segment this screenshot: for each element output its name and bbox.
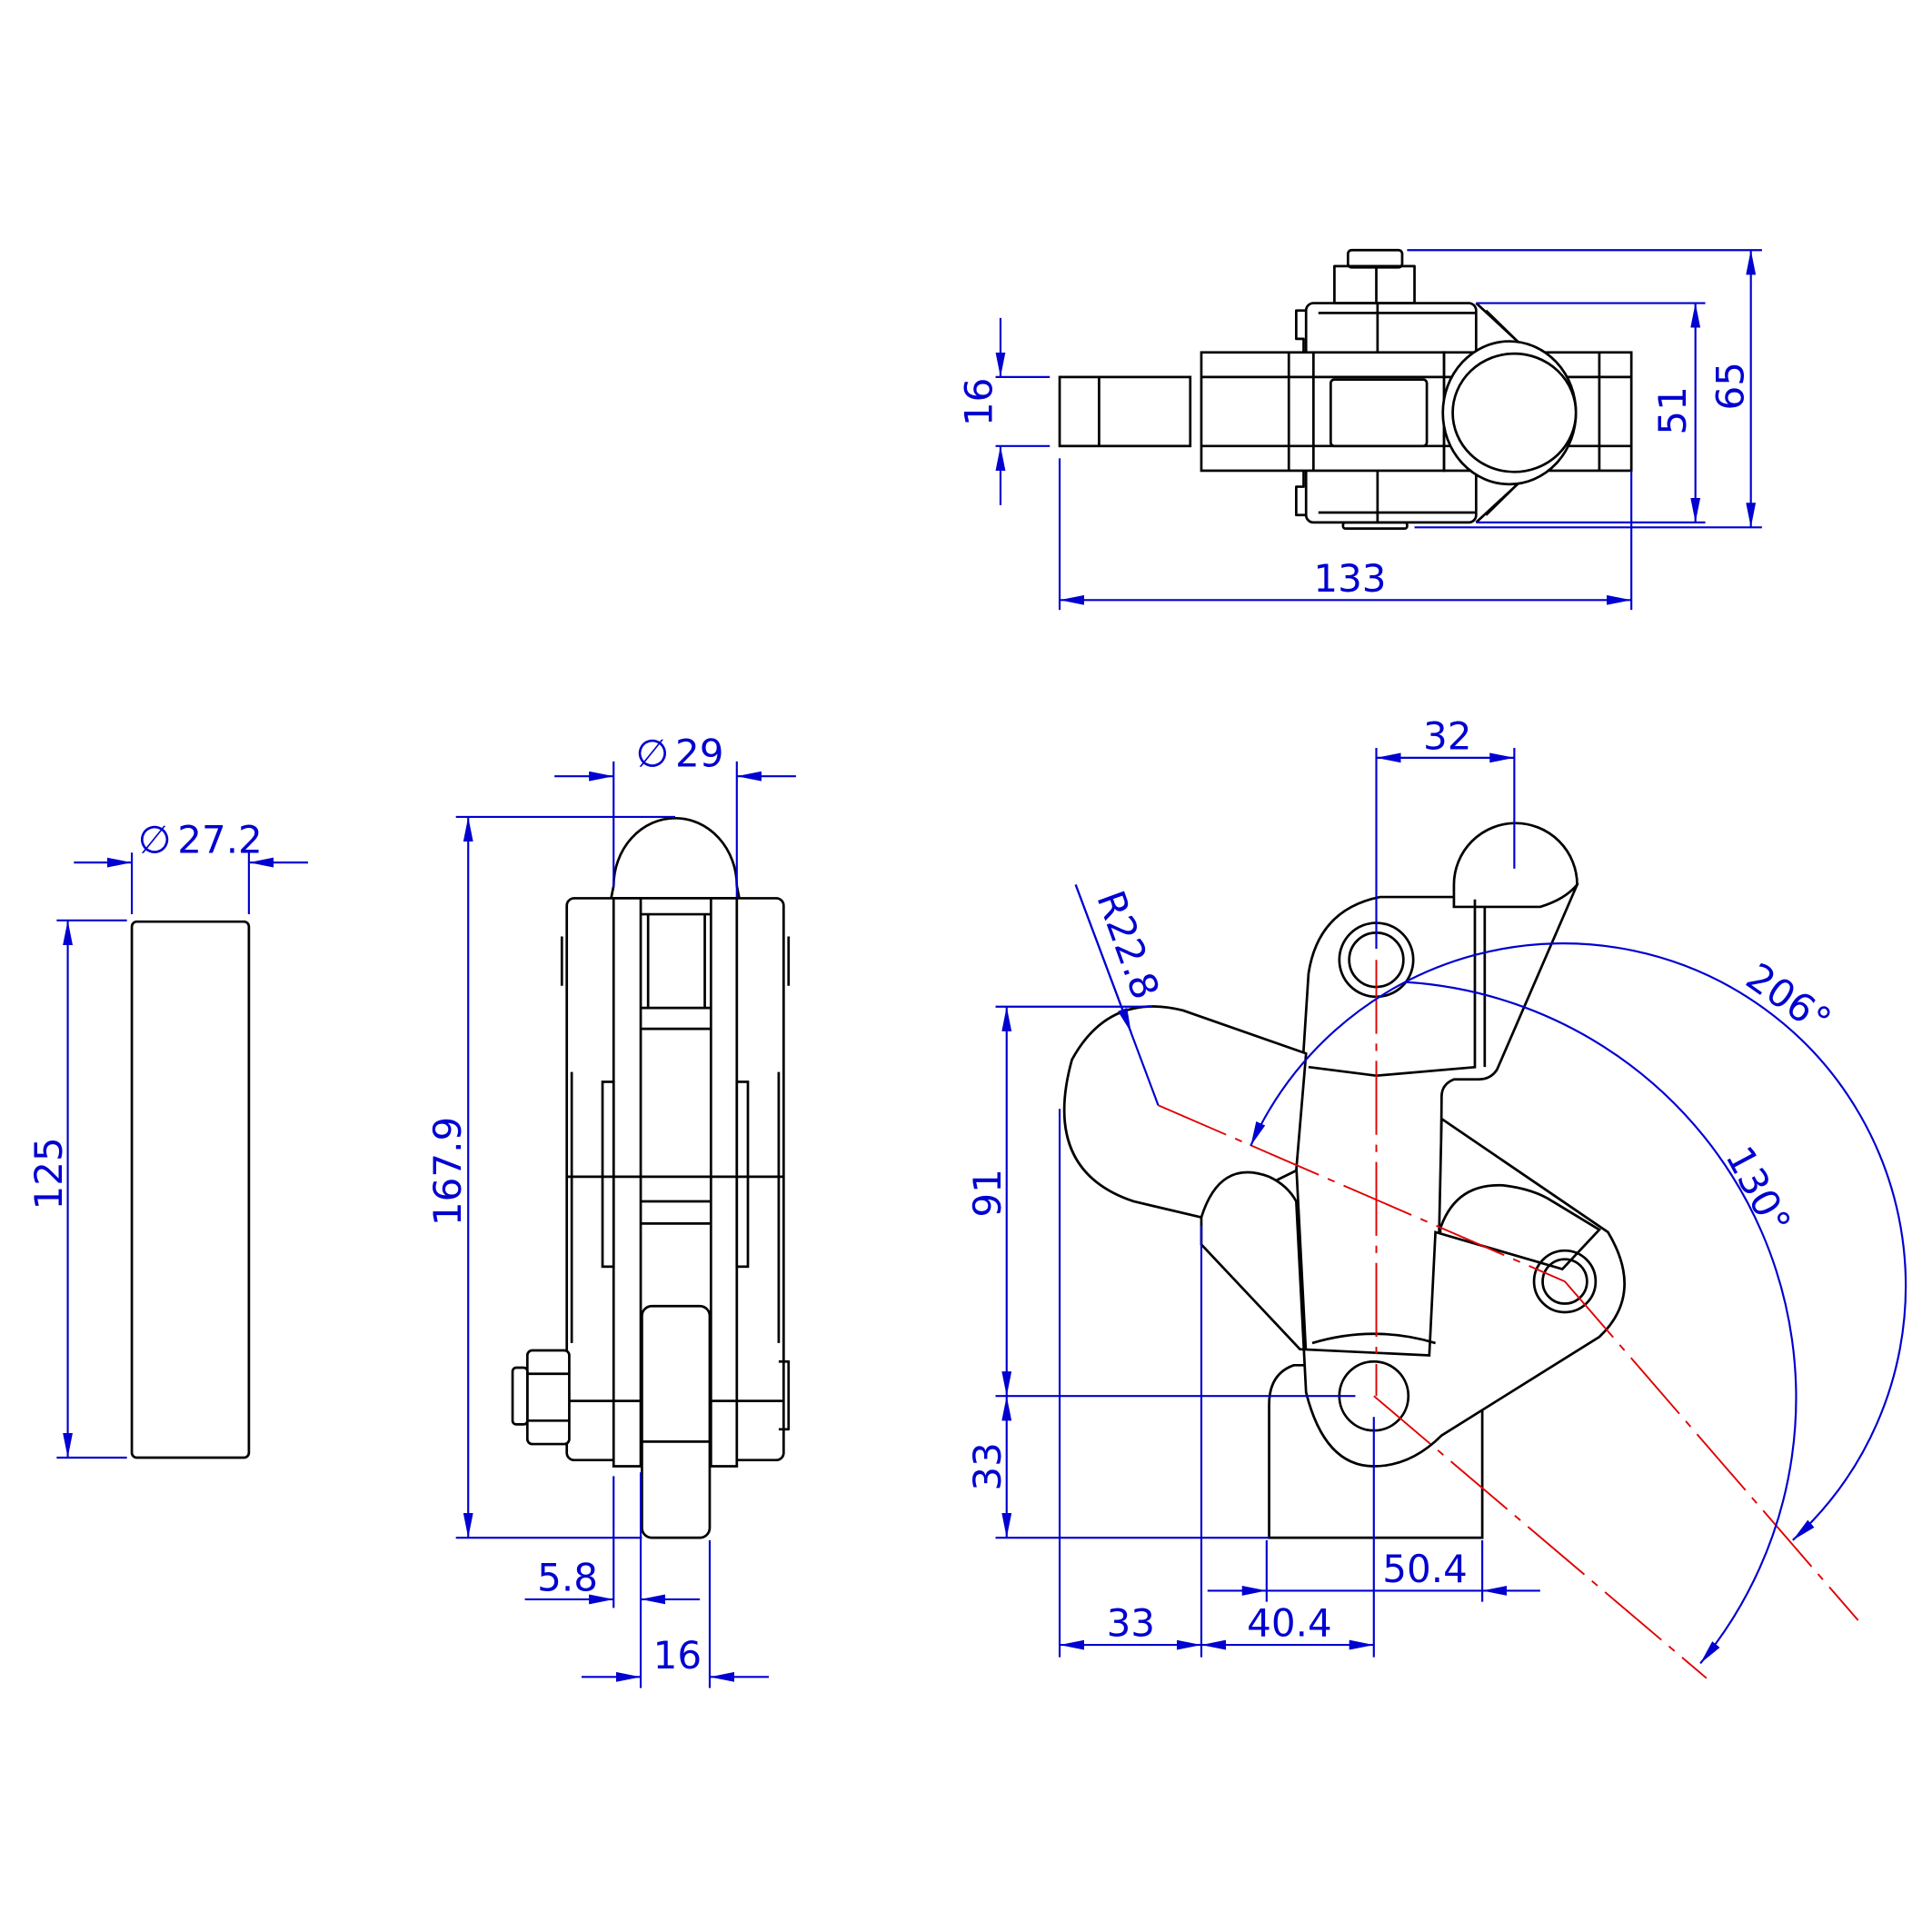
dim-side-height: 167.9 bbox=[425, 1117, 470, 1226]
dim-pin-length: 125 bbox=[26, 1137, 71, 1210]
dim-top-height-outer: 65 bbox=[1708, 362, 1753, 410]
pin-view: 125 ∅ 27.2 bbox=[26, 817, 308, 1459]
dim-top-height-inner: 51 bbox=[1650, 386, 1695, 434]
dim-side-dome-diameter: 29 bbox=[675, 731, 723, 775]
front-view: 32 R22.8 91 33 50.4 33 40.4 206° 130° bbox=[965, 713, 1907, 1679]
angle-handle: 130° bbox=[1717, 1139, 1799, 1240]
dim-front-height-lower: 33 bbox=[965, 1442, 1010, 1490]
diameter-symbol-side: ∅ bbox=[636, 731, 670, 775]
diameter-symbol: ∅ bbox=[138, 817, 172, 861]
dim-front-mid-offset: 40.4 bbox=[1247, 1601, 1332, 1646]
dim-front-radius: R22.8 bbox=[1088, 885, 1168, 1005]
angle-open: 206° bbox=[1738, 954, 1839, 1043]
dim-front-height-upper: 91 bbox=[965, 1169, 1010, 1217]
dim-front-base-offset: 50.4 bbox=[1382, 1547, 1468, 1591]
dim-top-length: 133 bbox=[1313, 556, 1386, 601]
dim-side-lever-width: 16 bbox=[653, 1633, 702, 1678]
side-view: 167.9 ∅ 29 5.8 16 bbox=[425, 731, 796, 1688]
dim-front-left-offset: 33 bbox=[1107, 1601, 1155, 1646]
dim-side-offset: 5.8 bbox=[537, 1555, 598, 1599]
dim-front-pin-spacing: 32 bbox=[1423, 713, 1471, 758]
top-view: 16 51 65 133 bbox=[956, 248, 1762, 611]
dim-top-width: 16 bbox=[956, 378, 1001, 426]
dim-pin-diameter: 27.2 bbox=[177, 817, 263, 861]
